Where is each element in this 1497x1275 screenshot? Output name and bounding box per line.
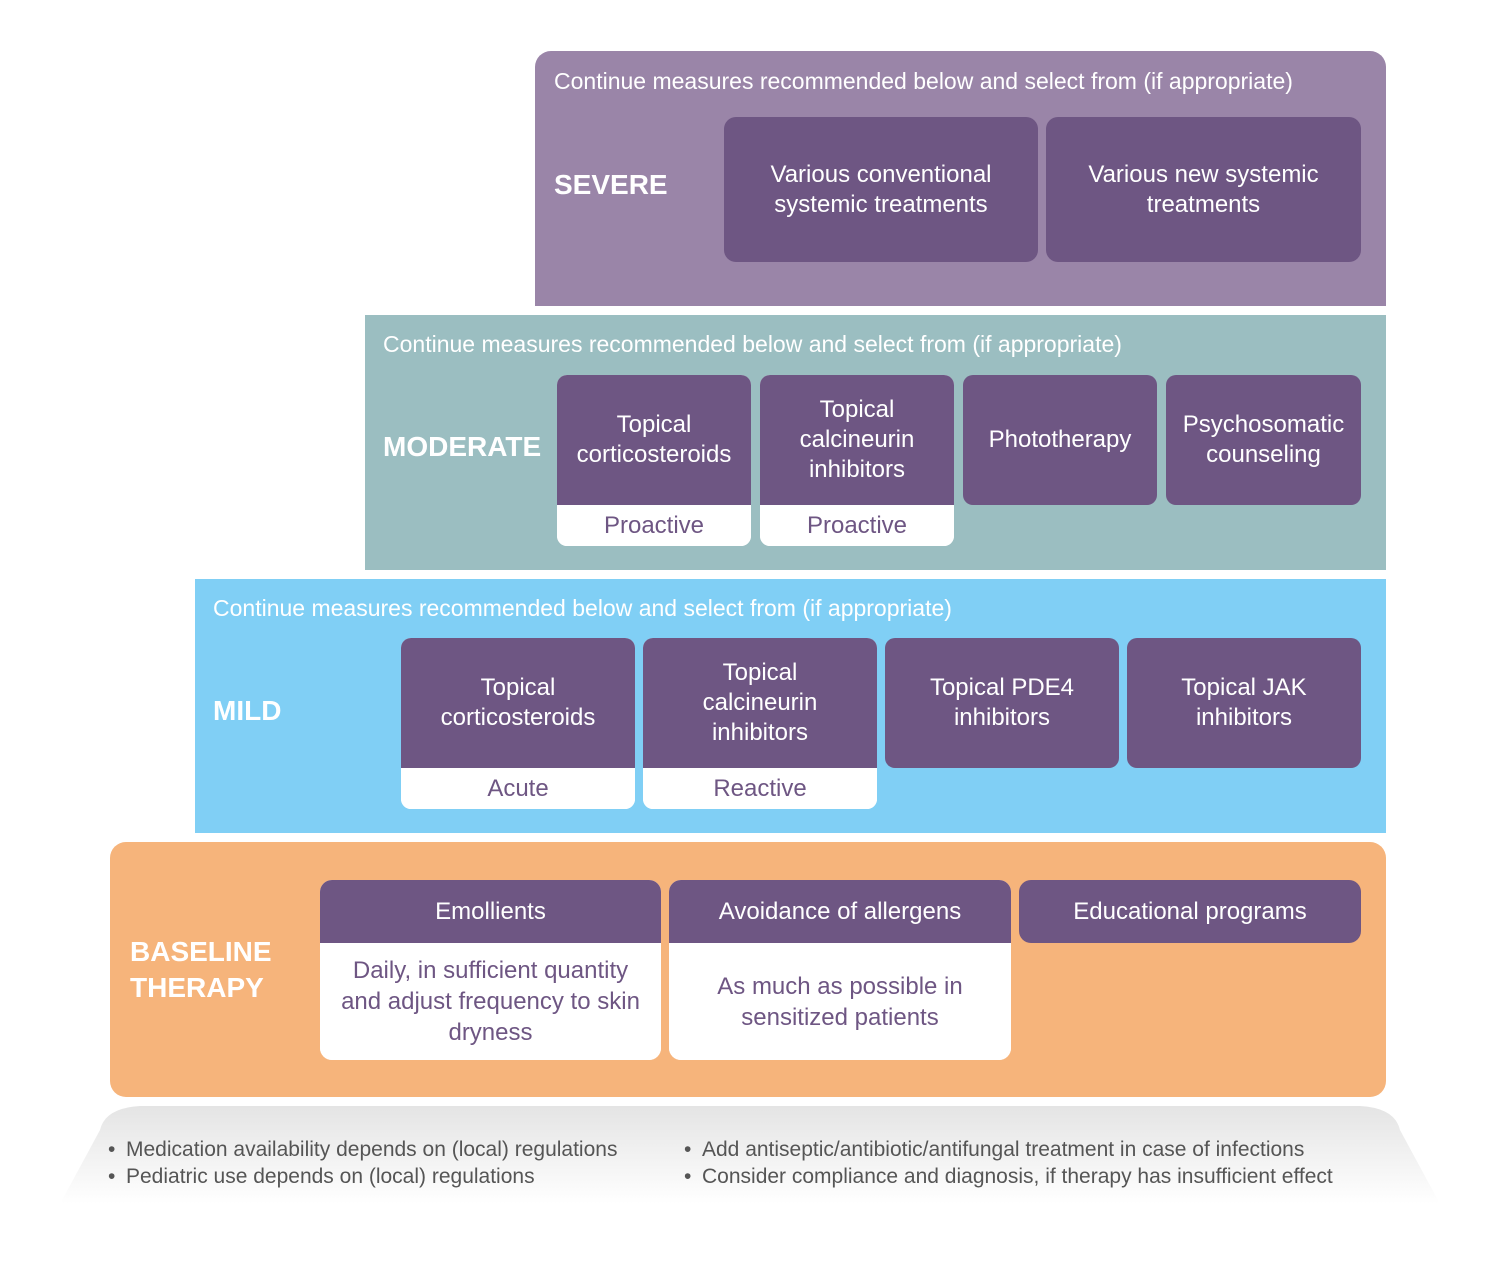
card-title: Topical calcineurin inhibitors [643,638,877,768]
severe-card-new: Various new systemic treatments [1046,117,1361,262]
bullet: • [108,1165,116,1188]
tier-label-moderate: MODERATE [383,431,542,462]
mild-card-corticosteroids: Topical corticosteroids Acute [401,638,635,809]
card-note: As much as possible in sensitized patien… [669,943,1011,1060]
card-note: Daily, in sufficient quantity and adjust… [320,943,661,1060]
card-title: Emollients [320,880,661,943]
card-title: Topical corticosteroids [557,375,751,505]
card-title: Phototherapy [963,375,1157,505]
bullet: • [108,1138,116,1161]
card-title: Various conventional systemic treatments [724,117,1038,262]
tier-label-severe: SEVERE [554,169,668,200]
card-note: Reactive [643,768,877,809]
tier-baseline: BASELINE THERAPY Emollients Daily, in su… [110,842,1386,1097]
tier-intro-moderate: Continue measures recommended below and … [383,331,1122,357]
bullet: • [684,1165,692,1188]
baseline-card-education: Educational programs [1019,880,1361,943]
severe-card-conventional: Various conventional systemic treatments [724,117,1038,262]
card-note: Acute [401,768,635,809]
card-title: Educational programs [1019,880,1361,943]
tier-mild: Continue measures recommended below and … [195,579,1386,833]
baseline-card-allergens: Avoidance of allergens As much as possib… [669,880,1011,1060]
tier-intro-severe: Continue measures recommended below and … [554,68,1293,94]
tier-label-mild: MILD [213,695,282,726]
tier-severe: Continue measures recommended below and … [535,51,1386,306]
tier-intro-mild: Continue measures recommended below and … [213,595,952,621]
moderate-card-corticosteroids: Topical corticosteroids Proactive [557,375,751,546]
footer-note: •Medication availability depends on (loc… [108,1138,618,1161]
card-note: Proactive [557,505,751,546]
mild-card-pde4: Topical PDE4 inhibitors [885,638,1119,768]
footer-notes-right: •Add antiseptic/antibiotic/antifungal tr… [684,1136,1333,1190]
tier-label-baseline: BASELINE THERAPY [130,936,272,1003]
footer-base [60,1106,1440,1204]
card-title: Topical PDE4 inhibitors [885,638,1119,768]
footer-note: •Add antiseptic/antibiotic/antifungal tr… [684,1138,1305,1161]
moderate-card-phototherapy: Phototherapy [963,375,1157,505]
card-title: Topical JAK inhibitors [1127,638,1361,768]
card-title: Avoidance of allergens [669,880,1011,943]
card-title: Various new systemic treatments [1046,117,1361,262]
mild-card-calcineurin: Topical calcineurin inhibitors Reactive [643,638,877,809]
card-note: Proactive [760,505,954,546]
card-title: Psychosomatic counseling [1166,375,1361,505]
baseline-card-emollients: Emollients Daily, in sufficient quantity… [320,880,661,1060]
card-title: Topical calcineurin inhibitors [760,375,954,505]
card-title: Topical corticosteroids [401,638,635,768]
bullet: • [684,1138,692,1161]
footer-note: •Pediatric use depends on (local) regula… [108,1165,535,1188]
moderate-card-calcineurin: Topical calcineurin inhibitors Proactive [760,375,954,546]
footer-note: •Consider compliance and diagnosis, if t… [684,1165,1333,1188]
mild-card-jak: Topical JAK inhibitors [1127,638,1361,768]
tier-moderate: Continue measures recommended below and … [365,315,1386,570]
moderate-card-psychosomatic: Psychosomatic counseling [1166,375,1361,505]
footer-notes-left: •Medication availability depends on (loc… [108,1136,617,1190]
